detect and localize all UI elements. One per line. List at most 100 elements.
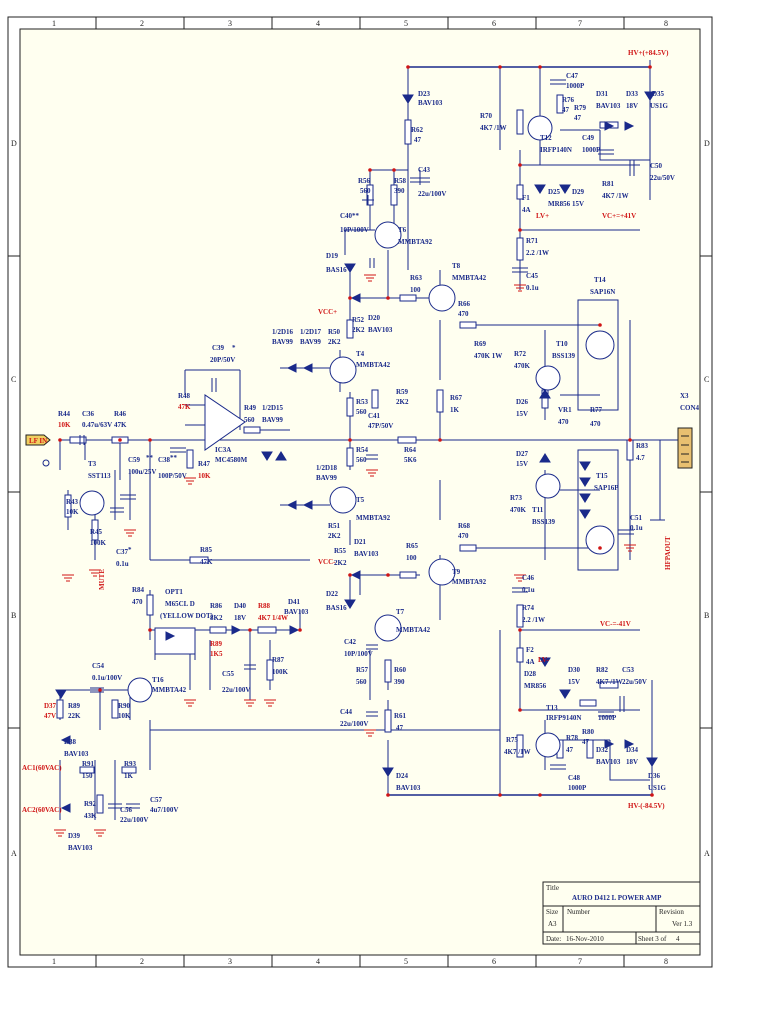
comp-value: 560 — [244, 416, 255, 424]
comp-ref: C40 — [340, 212, 353, 220]
row-label: A — [704, 849, 710, 858]
comp-value: 2K2 — [328, 532, 341, 540]
comp-value: 1K — [450, 406, 460, 414]
comp-ref: R74 — [522, 604, 535, 612]
comp-ref: R80 — [582, 728, 595, 736]
comp-value: MR856 — [524, 682, 547, 690]
comp-value: BAV99 — [300, 338, 321, 346]
comp-ref: R66 — [458, 300, 471, 308]
comp-ref: C39 — [212, 344, 225, 352]
named-parts: X3 CON4 IC3A MC4580M OPT1 M65CL D (YELLO… — [160, 392, 700, 620]
comp-value: 470 — [132, 598, 143, 606]
comp-ref: T13 — [546, 704, 558, 712]
sheet-total: 4 — [676, 935, 680, 943]
row-label: A — [11, 849, 17, 858]
connector-body — [677, 427, 693, 469]
opto-ref: OPT1 — [165, 588, 183, 596]
comp-value: 4A — [526, 658, 535, 666]
comp-value: 560 — [356, 678, 367, 686]
comp-mark: * — [128, 546, 132, 554]
comp-value: 8K2 — [210, 614, 223, 622]
comp-value: MMBTA92 — [398, 238, 433, 246]
comp-value: SST113 — [88, 472, 111, 480]
comp-mark: ** — [146, 454, 154, 462]
comp-ref: T16 — [152, 676, 164, 684]
comp-value: SAP16N — [590, 288, 615, 296]
comp-value: 470K — [510, 506, 527, 514]
comp-value: US1G — [648, 784, 666, 792]
comp-value: MMBTA42 — [396, 626, 431, 634]
comp-ref: R63 — [410, 274, 423, 282]
comp-ref: D31 — [596, 90, 609, 98]
comp-value: 10K — [198, 472, 211, 480]
comp-value: 1000P — [568, 784, 587, 792]
comp-ref: R55 — [334, 547, 347, 555]
comp-value: 5K6 — [404, 456, 417, 464]
comp-value: BAV103 — [418, 99, 443, 107]
comp-ref: D25 — [548, 188, 561, 196]
comp-value: 390 — [394, 187, 405, 195]
comp-value: BAV99 — [262, 416, 283, 424]
date-caption: Date: — [546, 935, 561, 943]
comp-ref: T4 — [356, 350, 365, 358]
comp-ref: C50 — [650, 162, 663, 170]
comp-value: 15V — [516, 410, 528, 418]
comp-ref: R84 — [132, 586, 145, 594]
comp-value: MMBTA92 — [452, 578, 487, 586]
comp-ref: 1/4W — [272, 614, 288, 622]
sheet-caption: Sheet 3 of — [638, 935, 667, 943]
comp-value: 560 — [356, 456, 367, 464]
comp-ref: R88 — [258, 602, 271, 610]
comp-ref: R67 — [450, 394, 463, 402]
opto-value: M65CL D — [165, 600, 195, 608]
comp-ref: C44 — [340, 708, 353, 716]
comp-value: 2K2 — [396, 398, 409, 406]
comp-ref: T6 — [398, 226, 407, 234]
vcc-neg-label: VCC- — [318, 558, 336, 566]
comp-value: MMBTA42 — [152, 686, 187, 694]
comp-value: 150 — [82, 772, 93, 780]
col-label: 5 — [404, 957, 408, 966]
comp-value: BAV99 — [316, 474, 337, 482]
comp-value: 47 — [574, 114, 582, 122]
comp-value: 2K2 — [352, 326, 365, 334]
component-bodies — [56, 79, 693, 814]
comp-ref: T8 — [452, 262, 461, 270]
comp-ref: T14 — [594, 276, 606, 284]
comp-value: 470 — [458, 310, 469, 318]
comp-ref: R59 — [396, 388, 409, 396]
comp-value: 22K — [68, 712, 81, 720]
title-caption: Title — [546, 884, 559, 892]
comp-ref: T11 — [532, 506, 544, 514]
comp-value: 15V — [516, 460, 528, 468]
comp-ref: D35 — [652, 90, 665, 98]
comp-value: SAP16P — [594, 484, 619, 492]
comp-ref: R83 — [636, 442, 649, 450]
comp-ref: R73 — [510, 494, 523, 502]
comp-ref: R69 — [474, 340, 487, 348]
comp-ref: R89 — [68, 702, 81, 710]
comp-value: 0.1u — [522, 586, 535, 594]
comp-ref: R77 — [590, 406, 603, 414]
comp-value: US1G — [650, 102, 668, 110]
comp-ref: D39 — [68, 832, 81, 840]
comp-value: 18V — [234, 614, 246, 622]
comp-value: 4.7 — [636, 454, 645, 462]
mute-port: MUTE — [98, 569, 106, 590]
comp-value: 22u/50V — [622, 678, 647, 686]
lv-neg-label: LV- — [538, 656, 550, 664]
comp-ref: C56 — [120, 806, 133, 814]
connector-value: CON4 — [680, 404, 700, 412]
comp-value: 0.1u — [630, 524, 643, 532]
comp-ref: R65 — [406, 542, 419, 550]
comp-ref: R81 — [602, 180, 615, 188]
comp-value: 100 — [406, 554, 417, 562]
comp-ref: R58 — [394, 177, 407, 185]
lv-pos-label: LV+ — [536, 212, 549, 220]
comp-ref: R45 — [90, 528, 103, 536]
vc-pos-label: VC+=+41V — [602, 212, 636, 220]
comp-ref: C36 — [82, 410, 95, 418]
comp-value: 20P/50V — [210, 356, 235, 364]
comp-ref: C59 — [128, 456, 141, 464]
comp-ref: R82 — [596, 666, 609, 674]
